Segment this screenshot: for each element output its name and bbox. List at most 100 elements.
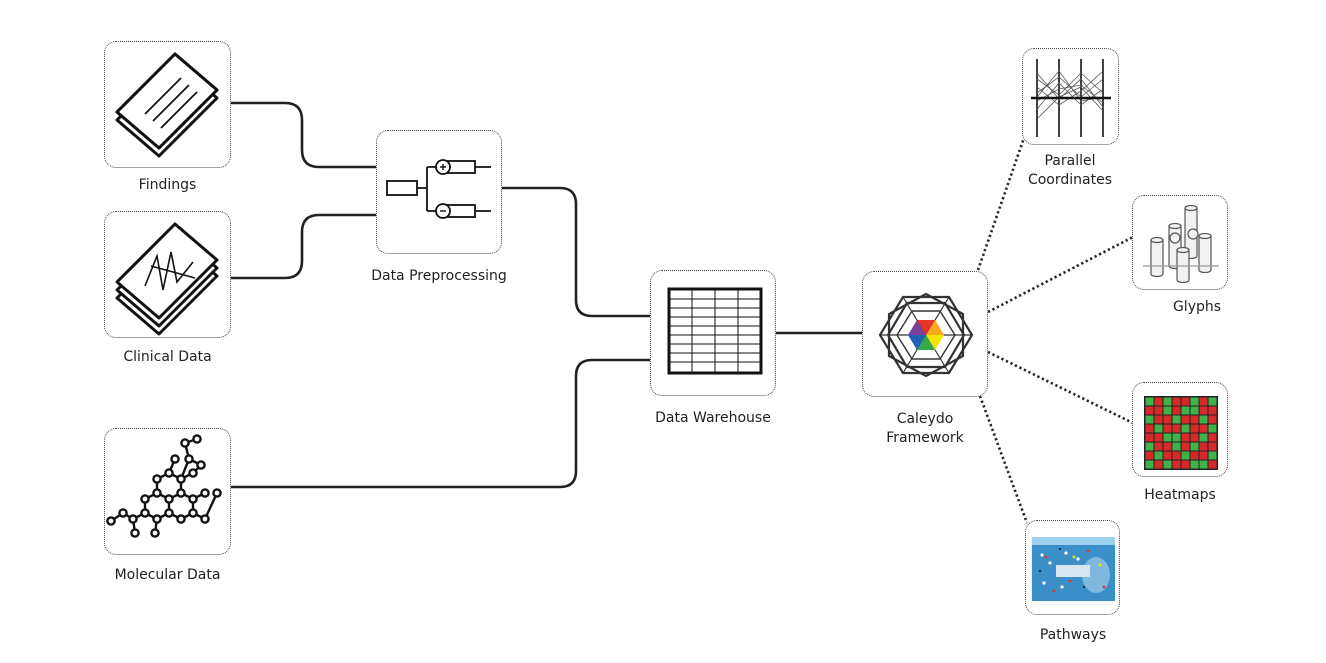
- stacked-papers-icon: [115, 52, 219, 158]
- heatmap-cell: [1181, 415, 1190, 424]
- caleydo-label-line1: Caleydo: [896, 411, 954, 427]
- heatmap-cell: [1163, 397, 1172, 406]
- heatmap-cell: [1172, 415, 1181, 424]
- heatmap-cell: [1181, 406, 1190, 415]
- heatmap-cell: [1163, 415, 1172, 424]
- heatmap-cell: [1163, 433, 1172, 442]
- heatmap-cell: [1163, 451, 1172, 460]
- pathway-map-icon: [1032, 537, 1115, 601]
- edge-preprocessing-warehouse: [502, 186, 650, 318]
- caleydo-framework-node[interactable]: [862, 271, 988, 397]
- caleydo-framework-label: Caleydo Framework: [855, 410, 995, 448]
- heatmap-cell: [1163, 406, 1172, 415]
- heatmap-cell: [1181, 460, 1190, 469]
- findings-node[interactable]: [104, 41, 231, 168]
- edge-clinical-preprocessing: [231, 213, 376, 280]
- heatmap-cell: [1208, 415, 1217, 424]
- parallel-coordinates-label: Parallel Coordinates: [1005, 152, 1135, 190]
- heatmap-cell: [1172, 406, 1181, 415]
- heatmap-cell: [1181, 397, 1190, 406]
- heatmap-cell: [1145, 451, 1154, 460]
- edge-caleydo-glyphs: [987, 234, 1136, 314]
- heatmaps-node[interactable]: [1132, 382, 1228, 477]
- pathways-label: Pathways: [1039, 627, 1107, 643]
- heatmap-cell: [1154, 451, 1163, 460]
- molecule-icon: [106, 434, 222, 538]
- heatmap-cell: [1172, 424, 1181, 433]
- heatmap-cell: [1172, 460, 1181, 469]
- heatmap-cell: [1199, 433, 1208, 442]
- clinical-data-label: Clinical Data: [123, 349, 212, 365]
- heatmap-cell: [1145, 460, 1154, 469]
- data-warehouse-label: Data Warehouse: [655, 410, 771, 426]
- hexagon-color-wheel-icon: [878, 292, 974, 378]
- heatmap-cell: [1145, 442, 1154, 451]
- heatmap-cell: [1208, 397, 1217, 406]
- parallel-label-line2: Coordinates: [1027, 172, 1113, 188]
- heatmap-cell: [1208, 451, 1217, 460]
- heatmap-cell: [1199, 451, 1208, 460]
- stacked-charts-icon: [115, 222, 219, 336]
- heatmap-cell: [1145, 406, 1154, 415]
- edge-caleydo-parallel: [976, 137, 1026, 271]
- heatmap-cell: [1181, 424, 1190, 433]
- heatmap-cell: [1208, 433, 1217, 442]
- heatmap-cell: [1190, 397, 1199, 406]
- heatmap-cell: [1145, 397, 1154, 406]
- heatmap-cell: [1154, 424, 1163, 433]
- parallel-coordinates-icon: [1031, 59, 1111, 137]
- heatmap-cell: [1199, 406, 1208, 415]
- heatmap-cell: [1190, 424, 1199, 433]
- table-icon: [667, 287, 763, 375]
- heatmap-cell: [1208, 406, 1217, 415]
- data-warehouse-node[interactable]: [650, 270, 776, 396]
- heatmap-cell: [1181, 433, 1190, 442]
- heatmap-cell: [1208, 442, 1217, 451]
- filter-branch-icon: [386, 159, 491, 219]
- edge-findings-preprocessing: [231, 101, 376, 169]
- heatmap-cell: [1199, 442, 1208, 451]
- heatmap-cell: [1190, 451, 1199, 460]
- heatmap-cell: [1181, 442, 1190, 451]
- heatmap-cell: [1154, 433, 1163, 442]
- heatmap-cell: [1199, 424, 1208, 433]
- heatmap-cell: [1145, 424, 1154, 433]
- heatmap-cell: [1172, 433, 1181, 442]
- heatmap-cell: [1172, 442, 1181, 451]
- heatmap-cell: [1154, 406, 1163, 415]
- heatmap-cell: [1163, 460, 1172, 469]
- heatmaps-label: Heatmaps: [1144, 487, 1216, 503]
- heatmap-cell: [1154, 460, 1163, 469]
- molecular-data-label: Molecular Data: [114, 567, 221, 583]
- heatmap-cell: [1145, 415, 1154, 424]
- heatmap-cell: [1145, 433, 1154, 442]
- heatmap-cell: [1208, 424, 1217, 433]
- heatmap-cell: [1154, 442, 1163, 451]
- heatmap-cell: [1172, 397, 1181, 406]
- findings-label: Findings: [138, 177, 197, 193]
- heatmap-cell: [1208, 460, 1217, 469]
- data-preprocessing-node[interactable]: [376, 130, 502, 254]
- molecular-data-node[interactable]: [104, 428, 231, 555]
- heatmap-cell: [1163, 442, 1172, 451]
- pathways-node[interactable]: [1025, 520, 1120, 615]
- heatmap-cell: [1199, 397, 1208, 406]
- heatmap-cell: [1190, 415, 1199, 424]
- parallel-label-line1: Parallel: [1044, 153, 1096, 169]
- heatmap-cell: [1181, 451, 1190, 460]
- heatmap-cell: [1154, 397, 1163, 406]
- heatmap-cell: [1190, 406, 1199, 415]
- heatmap-cell: [1154, 415, 1163, 424]
- glyphs-node[interactable]: [1132, 195, 1228, 290]
- heatmap-cell: [1190, 433, 1199, 442]
- heatmap-cell: [1199, 460, 1208, 469]
- heatmap-cell: [1172, 451, 1181, 460]
- glyphs-label: Glyphs: [1172, 299, 1222, 315]
- parallel-coordinates-node[interactable]: [1022, 48, 1119, 145]
- heatmap-cell: [1199, 415, 1208, 424]
- heatmap-cell: [1190, 460, 1199, 469]
- edge-molecular-warehouse: [231, 358, 650, 489]
- clinical-data-node[interactable]: [104, 211, 231, 338]
